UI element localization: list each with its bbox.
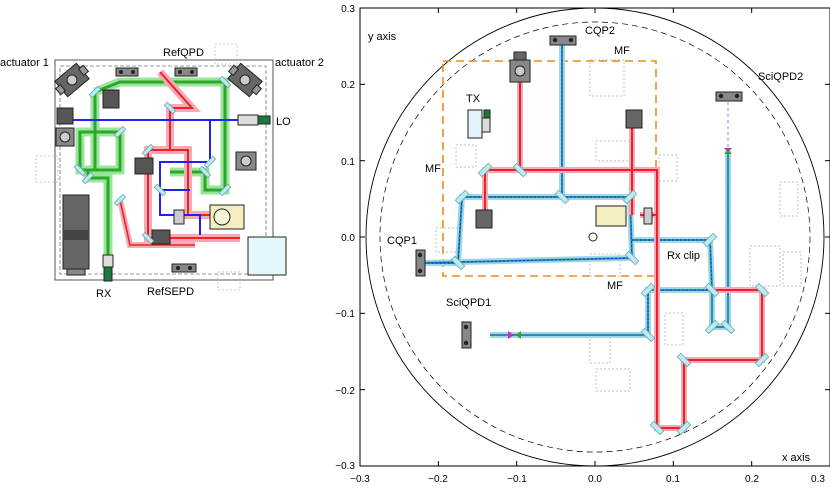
label-tx: TX bbox=[466, 93, 481, 105]
label-sci-qpd2: SciQPD2 bbox=[758, 71, 803, 83]
cqp2-connector-icon bbox=[549, 35, 577, 46]
x-tick-label: 0.0 bbox=[588, 474, 602, 485]
faint-component-boxes bbox=[35, 43, 241, 291]
label-actuator-2: actuator 2 bbox=[275, 57, 324, 69]
label-cqp2: CQP2 bbox=[585, 25, 615, 37]
sci-qpd2-connector-icon bbox=[715, 91, 743, 102]
x-tick-label: −0.2 bbox=[428, 474, 448, 485]
label-cqp1: CQP1 bbox=[387, 235, 417, 247]
origin-marker bbox=[588, 232, 598, 242]
bench-circle-outer bbox=[365, 7, 825, 467]
rx-laser-icon bbox=[62, 194, 90, 276]
y-tick-label: −0.1 bbox=[335, 309, 355, 320]
lo-fiber-coupler-icon bbox=[237, 114, 271, 126]
bench-outline-inner bbox=[59, 65, 267, 275]
bench-outline-outer bbox=[54, 59, 274, 281]
orange-region-box bbox=[442, 60, 657, 277]
left-bench-panel: actuator 1 actuator 2 RefQPD LO RX RefSE… bbox=[0, 43, 324, 300]
y-tick-labels: 0.3 0.2 0.1 0.0 −0.1 −0.2 −0.3 bbox=[335, 4, 355, 472]
label-mf-top: MF bbox=[614, 45, 630, 57]
ref-sepd-connector-icon bbox=[171, 263, 197, 273]
label-mf-bottom: MF bbox=[607, 280, 623, 292]
bench-circle-inner bbox=[379, 21, 811, 453]
actuator-1-icon bbox=[54, 62, 90, 98]
x-axis-ticks bbox=[359, 8, 830, 466]
beam-markers bbox=[508, 148, 732, 339]
x-tick-label: 0.3 bbox=[811, 474, 825, 485]
red-beam-right bbox=[482, 80, 765, 431]
sci-qpd1-connector-icon bbox=[461, 321, 472, 349]
x-tick-label: −0.3 bbox=[350, 474, 370, 485]
tx-fiber-coupler-icon bbox=[467, 109, 491, 139]
y-tick-label: −0.3 bbox=[335, 461, 355, 472]
x-tick-label: 0.2 bbox=[745, 474, 759, 485]
x-tick-label: 0.1 bbox=[666, 474, 680, 485]
label-rx-clip: Rx clip bbox=[667, 250, 700, 262]
lens-assembly-icon bbox=[173, 204, 245, 230]
ref-qpd-connector-icon bbox=[115, 67, 198, 77]
actuator-2-icon bbox=[227, 62, 263, 98]
label-mf-left: MF bbox=[425, 163, 441, 175]
y-tick-label: 0.3 bbox=[341, 4, 355, 15]
x-tick-labels: −0.3 −0.2 −0.1 0.0 0.1 0.2 0.3 bbox=[350, 474, 825, 485]
x-axis-label: x axis bbox=[782, 452, 811, 464]
right-plot-panel: −0.3 −0.2 −0.1 0.0 0.1 0.2 0.3 0.3 0.2 0… bbox=[335, 4, 830, 485]
external-cyan-box bbox=[247, 236, 287, 276]
faint-component-boxes-right bbox=[435, 59, 802, 392]
label-rx: RX bbox=[96, 288, 112, 300]
label-ref-sepd: RefSEPD bbox=[147, 286, 194, 298]
label-actuator-1: actuator 1 bbox=[0, 57, 49, 69]
cqp1-connector-icon bbox=[415, 249, 426, 277]
right-mirrors bbox=[450, 162, 770, 436]
label-sci-qpd1: SciQPD1 bbox=[446, 297, 491, 309]
teal-beam bbox=[419, 40, 731, 338]
dark-components bbox=[55, 89, 257, 245]
x-tick-label: −0.1 bbox=[507, 474, 527, 485]
tx-laser-icon bbox=[509, 51, 531, 83]
lens-assembly-right-icon bbox=[595, 205, 653, 227]
left-mirrors bbox=[73, 75, 232, 245]
y-tick-label: 0.2 bbox=[341, 80, 355, 91]
y-tick-label: 0.1 bbox=[341, 157, 355, 168]
y-tick-label: 0.0 bbox=[341, 233, 355, 244]
label-ref-qpd: RefQPD bbox=[163, 47, 204, 59]
dark-components-right bbox=[475, 109, 643, 229]
y-axis-ticks bbox=[360, 7, 830, 467]
y-axis-label: y axis bbox=[368, 31, 397, 43]
label-lo: LO bbox=[276, 116, 291, 128]
rx-fiber-coupler-icon bbox=[102, 254, 114, 282]
y-tick-label: −0.2 bbox=[335, 386, 355, 397]
